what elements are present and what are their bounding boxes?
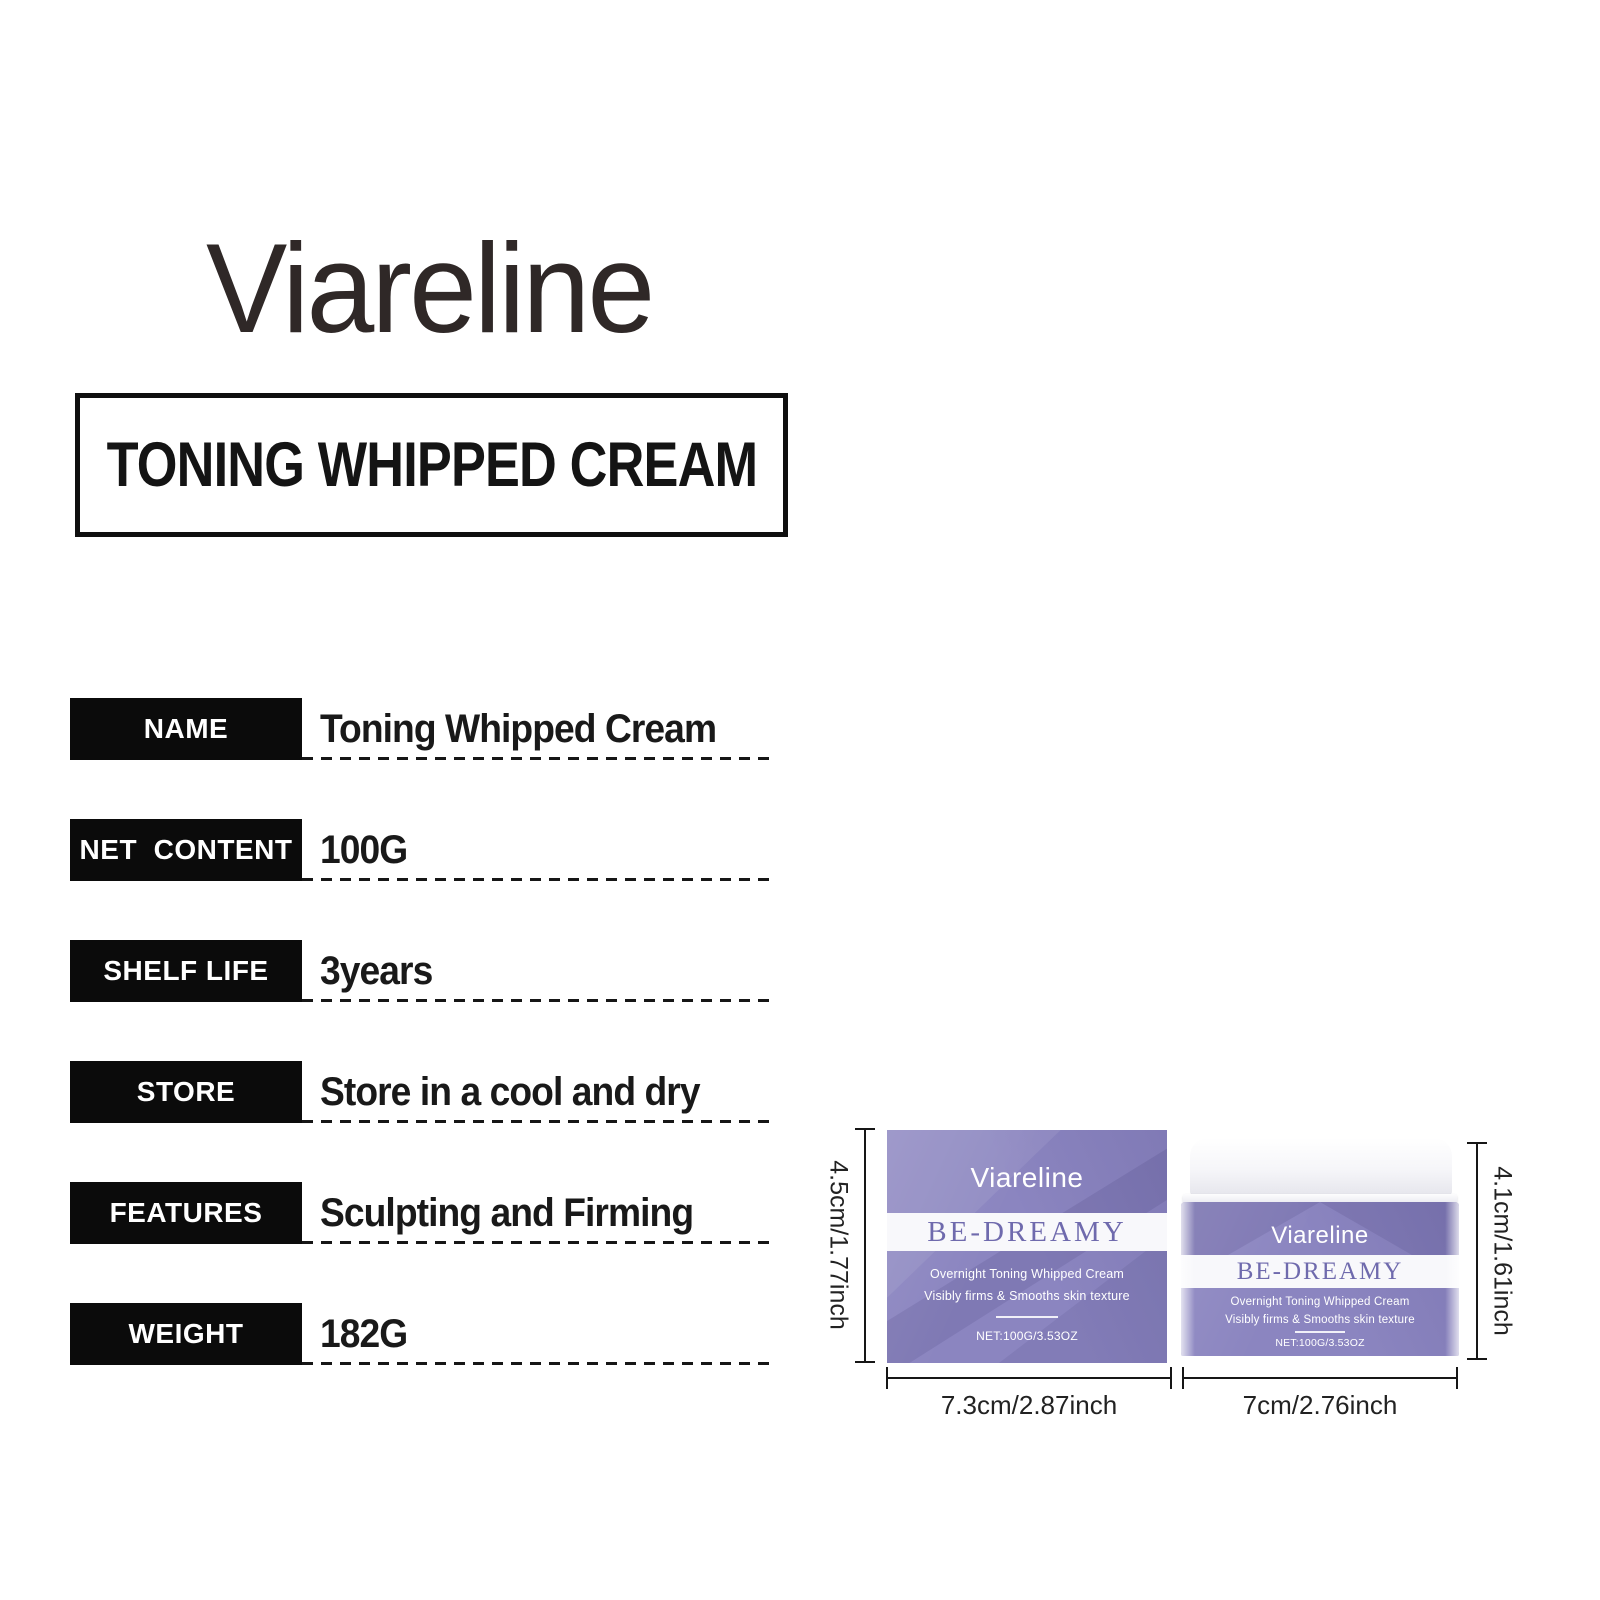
box-height-dimension-label: 4.5cm/1.77inch bbox=[824, 1160, 853, 1330]
title-frame: TONING WHIPPED CREAM bbox=[75, 393, 788, 537]
jar-divider-line bbox=[1295, 1331, 1345, 1333]
spec-row-shelf-life: SHELF LIFE 3years bbox=[70, 940, 780, 1002]
jar-name-band: BE-DREAMY bbox=[1181, 1255, 1459, 1288]
jar-lid-rim bbox=[1183, 1194, 1457, 1204]
spec-row-features: FEATURES Sculpting and Firming bbox=[70, 1182, 780, 1244]
spec-table: NAME Toning Whipped Cream NET CONTENT 10… bbox=[70, 698, 780, 1365]
jar-tagline-1: Overnight Toning Whipped Cream bbox=[1230, 1296, 1410, 1308]
spec-label: NET CONTENT bbox=[70, 819, 302, 881]
box-height-dimension-line bbox=[855, 1128, 875, 1363]
product-box-render: Viareline BE-DREAMY Overnight Toning Whi… bbox=[887, 1130, 1167, 1363]
dashed-divider bbox=[302, 1120, 772, 1123]
dashed-divider bbox=[302, 1362, 772, 1365]
product-jar-render: Viareline BE-DREAMY Overnight Toning Whi… bbox=[1181, 1138, 1459, 1364]
box-width-dimension-label: 7.3cm/2.87inch bbox=[940, 1390, 1118, 1420]
brand-logo: Viareline bbox=[206, 217, 655, 359]
box-brand-text: Viareline bbox=[970, 1162, 1084, 1193]
dashed-divider bbox=[302, 999, 772, 1002]
jar-tagline-2: Visibly firms & Smooths skin texture bbox=[1225, 1314, 1415, 1326]
jar-height-dimension-label: 4.1cm/1.61inch bbox=[1488, 1166, 1517, 1336]
box-tagline-2: Visibly firms & Smooths skin texture bbox=[924, 1289, 1130, 1303]
spec-row-weight: WEIGHT 182G bbox=[70, 1303, 780, 1365]
box-net-weight: NET:100G/3.53OZ bbox=[976, 1329, 1078, 1343]
spec-value: 3years bbox=[320, 948, 433, 993]
dashed-divider bbox=[302, 878, 772, 881]
box-name-band: BE-DREAMY bbox=[887, 1213, 1167, 1251]
spec-value: 182G bbox=[320, 1311, 408, 1356]
box-width-dimension-line bbox=[886, 1367, 1172, 1389]
jar-net-weight: NET:100G/3.53OZ bbox=[1275, 1337, 1365, 1349]
spec-row-name: NAME Toning Whipped Cream bbox=[70, 698, 780, 760]
spec-row-net-content: NET CONTENT 100G bbox=[70, 819, 780, 881]
spec-label: WEIGHT bbox=[70, 1303, 302, 1365]
spec-label: STORE bbox=[70, 1061, 302, 1123]
spec-label: SHELF LIFE bbox=[70, 940, 302, 1002]
spec-value: Toning Whipped Cream bbox=[320, 706, 717, 751]
spec-value: Sculpting and Firming bbox=[320, 1190, 694, 1235]
box-tagline-1: Overnight Toning Whipped Cream bbox=[929, 1267, 1125, 1281]
spec-label: NAME bbox=[70, 698, 302, 760]
box-divider-line bbox=[996, 1316, 1058, 1318]
jar-height-dimension-line bbox=[1467, 1142, 1487, 1360]
jar-lid bbox=[1190, 1138, 1452, 1196]
spec-row-store: STORE Store in a cool and dry bbox=[70, 1061, 780, 1123]
jar-product-name: BE-DREAMY bbox=[1236, 1257, 1404, 1285]
jar-body: Viareline BE-DREAMY Overnight Toning Whi… bbox=[1181, 1202, 1459, 1364]
page-title: TONING WHIPPED CREAM bbox=[106, 430, 757, 500]
dashed-divider bbox=[302, 1241, 772, 1244]
jar-width-dimension-label: 7cm/2.76inch bbox=[1242, 1390, 1398, 1420]
spec-value: Store in a cool and dry bbox=[320, 1069, 701, 1114]
spec-value: 100G bbox=[320, 827, 408, 872]
spec-label: FEATURES bbox=[70, 1182, 302, 1244]
box-product-name: BE-DREAMY bbox=[927, 1215, 1127, 1248]
jar-width-dimension-line bbox=[1182, 1367, 1458, 1389]
dashed-divider bbox=[302, 757, 772, 760]
jar-brand-text: Viareline bbox=[1271, 1222, 1369, 1249]
